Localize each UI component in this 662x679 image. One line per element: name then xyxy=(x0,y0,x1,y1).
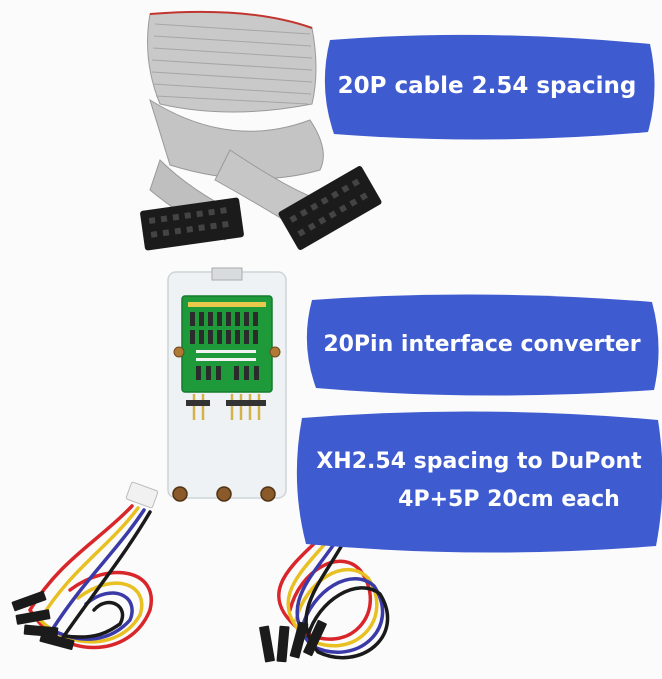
dupont-plugs-left xyxy=(11,590,75,651)
callout-cable-text: 20P cable 2.54 spacing xyxy=(337,73,637,99)
callout-bg-wires xyxy=(296,411,662,553)
ribbon-connector-right xyxy=(278,166,382,250)
callout-wires: XH2.54 spacing to DuPont 4P+5P 20cm each xyxy=(296,412,662,550)
callout-wires-line1: XH2.54 spacing to DuPont xyxy=(316,449,642,474)
dupont-plugs-right xyxy=(259,619,327,663)
callout-bg-cable xyxy=(324,34,655,140)
callout-bg-converter xyxy=(306,294,659,396)
callout-converter: 20Pin interface converter xyxy=(306,294,658,394)
ribbon-connector-left xyxy=(140,197,244,251)
dupont-wires-right xyxy=(277,526,390,660)
xh-connector-left xyxy=(125,481,159,509)
callout-wires-line2: 4P+5P 20cm each xyxy=(398,487,620,512)
interface-converter xyxy=(167,267,287,502)
callout-converter-text: 20Pin interface converter xyxy=(323,331,641,357)
dupont-wires-left xyxy=(27,504,154,650)
callout-cable: 20P cable 2.54 spacing xyxy=(322,36,652,136)
